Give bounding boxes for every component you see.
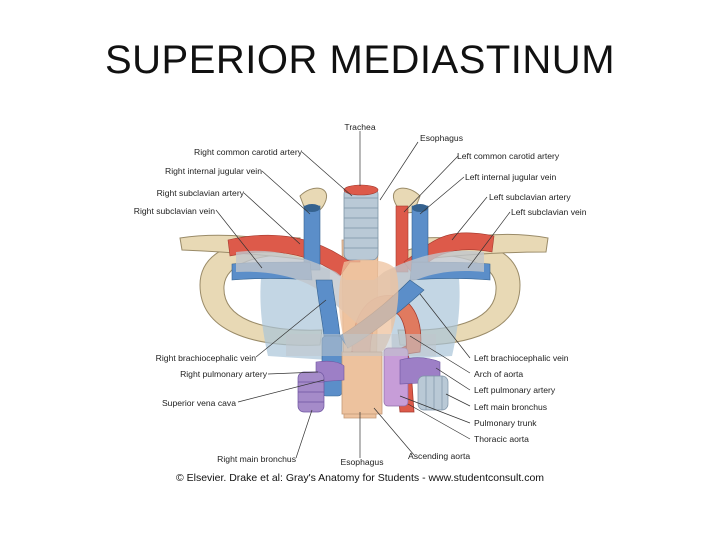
pericardium-band — [286, 334, 436, 356]
slide-title: SUPERIOR MEDIASTINUM — [104, 38, 616, 82]
label-left-brachiocephalic-vein: Left brachiocephalic vein — [474, 353, 569, 363]
label-left-subclavian-vein: Left subclavian vein — [511, 207, 587, 217]
label-right-brachiocephalic-vein: Right brachiocephalic vein — [156, 353, 257, 363]
trachea-shape — [343, 184, 379, 261]
label-right-subclavian-artery: Right subclavian artery — [157, 188, 245, 198]
right-main-bronchus-shape — [297, 371, 325, 413]
label-ascending-aorta: Ascending aorta — [408, 451, 470, 461]
label-right-common-carotid-artery: Right common carotid artery — [194, 147, 303, 157]
label-esophagus-top: Esophagus — [420, 133, 463, 143]
label-left-internal-jugular-vein: Left internal jugular vein — [465, 172, 556, 182]
label-esophagus-bottom: Esophagus — [340, 457, 383, 467]
thymus-shape — [338, 259, 399, 355]
label-thoracic-aorta: Thoracic aorta — [474, 434, 529, 444]
label-left-pulmonary-artery: Left pulmonary artery — [474, 385, 556, 395]
label-right-main-bronchus: Right main bronchus — [217, 454, 296, 464]
ascending-aorta-shape — [341, 351, 383, 415]
label-arch-of-aorta: Arch of aorta — [474, 369, 523, 379]
label-superior-vena-cava: Superior vena cava — [162, 398, 236, 408]
anatomy-illustration — [179, 184, 549, 419]
label-right-pulmonary-artery: Right pulmonary artery — [180, 369, 268, 379]
label-left-subclavian-artery: Left subclavian artery — [489, 192, 571, 202]
label-left-common-carotid-artery: Left common carotid artery — [457, 151, 560, 161]
label-pulmonary-trunk: Pulmonary trunk — [474, 418, 537, 428]
label-right-internal-jugular-vein: Right internal jugular vein — [165, 166, 262, 176]
leader-lines — [215, 131, 511, 459]
label-trachea: Trachea — [344, 122, 375, 132]
label-right-subclavian-vein: Right subclavian vein — [134, 206, 215, 216]
figure-credit: © Elsevier. Drake et al: Gray's Anatomy … — [176, 472, 544, 484]
left-main-bronchus-shape — [417, 375, 449, 411]
label-left-main-bronchus: Left main bronchus — [474, 402, 547, 412]
labels: Trachea Esophagus Right common carotid a… — [134, 122, 587, 467]
